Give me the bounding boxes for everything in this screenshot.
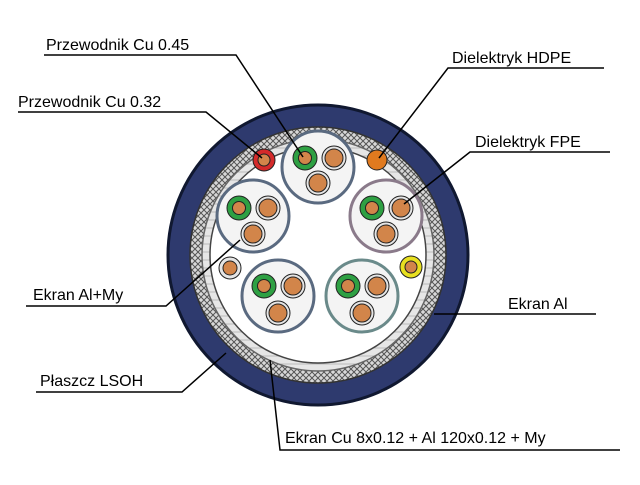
leader-conductor-045 [44,54,304,158]
leader-lines [18,54,620,451]
label-conductor-032: Przewodnik Cu 0.32 [18,94,161,111]
conductor-red [252,148,276,172]
leader-dielectric-fpe [403,151,610,205]
label-conductor-045: Przewodnik Cu 0.45 [46,37,189,54]
pair-left-upper [215,178,291,254]
leader-shield-al-my [26,239,241,307]
label-jacket-lsoh: Płaszcz LSOH [40,373,143,390]
label-dielectric-fpe: Dielektryk FPE [475,134,581,151]
pair-bottom-right [324,258,400,334]
label-shield-al-my: Ekran Al+My [33,287,123,304]
leader-dielectric-hdpe [378,67,604,159]
conductor-left [218,256,242,280]
leader-conductor-032 [18,111,263,159]
conductor-hdpe [366,149,388,171]
label-dielectric-hdpe: Dielektryk HDPE [452,50,571,67]
conductor-yellow [399,255,423,279]
leader-braid [269,359,620,451]
leader-jacket [36,352,227,393]
label-shield-al: Ekran Al [508,296,568,313]
pair-top [280,129,356,205]
pair-right-upper [348,178,424,254]
label-braid-shield: Ekran Cu 8x0.12 + Al 120x0.12 + My [285,430,546,447]
pair-bottom-left [240,258,316,334]
